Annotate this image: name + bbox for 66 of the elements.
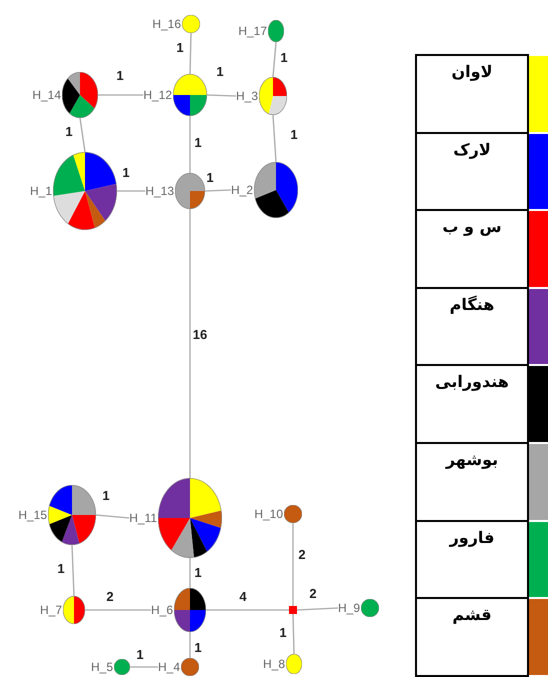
- legend-cell: لاوان: [415, 54, 529, 134]
- edge-label: 1: [205, 171, 215, 185]
- connector-line: [130, 666, 158, 668]
- haplotype-label: H_16: [152, 18, 182, 30]
- haplotype-label: H_2: [230, 184, 254, 196]
- edge-label: 1: [193, 136, 203, 150]
- haplotype-label: H_17: [238, 25, 268, 37]
- connector-line: [71, 544, 75, 596]
- connector-line: [189, 558, 191, 588]
- haplotype-label: H_5: [90, 661, 114, 673]
- edge-label: 2: [105, 590, 115, 604]
- connector-line: [189, 32, 192, 74]
- connector-line: [85, 609, 151, 611]
- legend-cell: قشم: [415, 597, 529, 677]
- legend-cell: فارور: [415, 520, 529, 600]
- haplotype-label: H_14: [32, 89, 62, 101]
- haplotype-label: H_12: [143, 89, 173, 101]
- connector-line: [272, 42, 277, 78]
- edge-label: 16: [192, 328, 208, 342]
- haplotype-label: H_13: [145, 185, 175, 197]
- edge-label: 1: [278, 626, 288, 640]
- edge-label: 1: [289, 128, 299, 142]
- connector-line: [292, 614, 295, 654]
- haplotype-label: H_3: [236, 90, 259, 102]
- edge-label: 1: [279, 51, 289, 65]
- haplotype-label: H_7: [40, 604, 63, 616]
- edge-label: 1: [193, 566, 203, 580]
- edge-label: 1: [175, 41, 185, 55]
- edge-label: 1: [135, 648, 145, 662]
- connector-line: [98, 94, 144, 96]
- connector-line: [96, 514, 130, 519]
- legend-cell: س و ب: [415, 209, 529, 289]
- haplotype-label: H_15: [18, 509, 48, 521]
- connector-line: [206, 609, 289, 611]
- connector-line: [189, 632, 191, 658]
- connector-line: [204, 189, 231, 192]
- haplotype-label: H_10: [254, 508, 284, 520]
- edge-label: 1: [101, 489, 111, 503]
- legend-cell: بوشهر: [415, 442, 529, 522]
- edge-label: 1: [56, 562, 66, 576]
- haplotype-label: H_4: [158, 661, 181, 673]
- haplotype-label: H_9: [338, 602, 361, 614]
- legend-cell: لارک: [415, 132, 529, 212]
- connector-line: [189, 209, 191, 478]
- edge-label: 2: [308, 587, 318, 601]
- connector-line: [296, 607, 338, 611]
- edge-label: 2: [297, 548, 307, 562]
- haplotype-label: H_11: [129, 512, 158, 524]
- edge-label: 4: [238, 590, 248, 604]
- edge-label: 1: [121, 166, 131, 180]
- edge-label: 1: [193, 641, 203, 655]
- haplotype-label: H_8: [262, 658, 286, 670]
- connector-line: [292, 523, 294, 606]
- median-vector-square: [289, 606, 297, 614]
- connector-line: [117, 190, 146, 192]
- legend-cell: هندورابی: [415, 364, 529, 444]
- haplotype-label: H_1: [30, 185, 53, 197]
- edge-label: 1: [115, 69, 125, 83]
- connector-line: [79, 118, 86, 152]
- connector-line: [272, 114, 277, 162]
- edge-label: 1: [215, 65, 225, 79]
- edge-label: 1: [64, 125, 74, 139]
- connector-line: [206, 94, 236, 97]
- connector-line: [189, 116, 191, 173]
- haplotype-label: H_6: [150, 604, 174, 616]
- legend-cell: هنگام: [415, 286, 529, 366]
